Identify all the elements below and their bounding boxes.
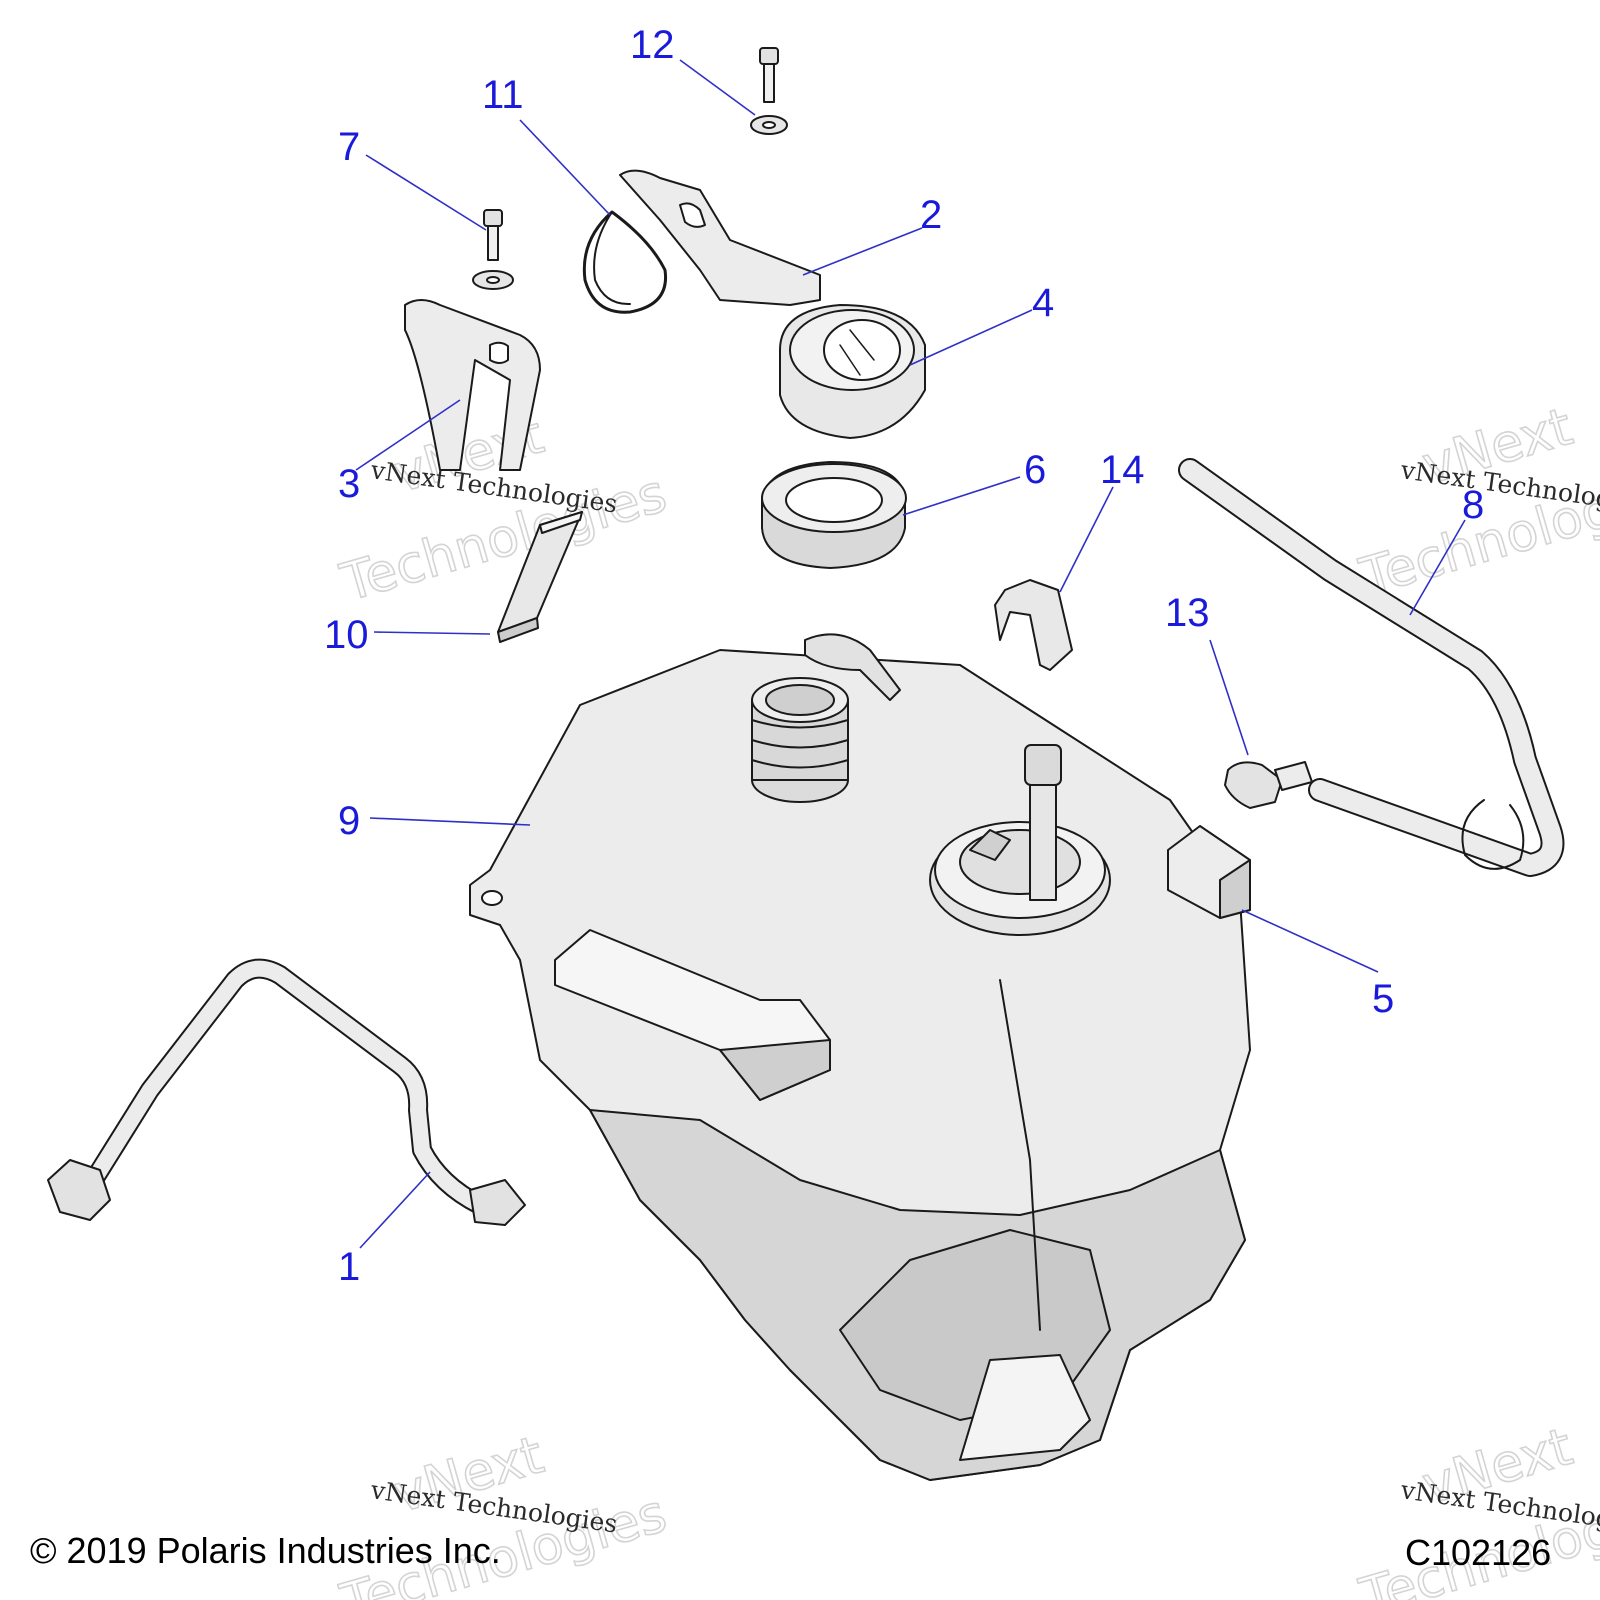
leader-7 bbox=[365, 154, 487, 231]
leader-9 bbox=[369, 817, 531, 826]
leader-5 bbox=[1241, 909, 1379, 973]
leader-3 bbox=[355, 399, 461, 471]
callout-10: 10 bbox=[324, 613, 369, 657]
bolt-top-part bbox=[750, 47, 788, 135]
vent-hose-part bbox=[1178, 458, 1565, 877]
callout-12: 12 bbox=[630, 23, 675, 67]
clip-part bbox=[994, 579, 1073, 671]
leader-lines bbox=[355, 59, 1466, 1249]
leader-4 bbox=[909, 309, 1033, 366]
leader-14 bbox=[1059, 486, 1114, 593]
gasket-part bbox=[761, 461, 907, 569]
fuel-cap-part bbox=[779, 304, 926, 439]
leader-8 bbox=[1409, 519, 1466, 616]
callout-11: 11 bbox=[482, 73, 524, 117]
fuel-line-part bbox=[47, 958, 526, 1226]
leader-6 bbox=[902, 476, 1021, 516]
callout-13: 13 bbox=[1165, 591, 1210, 635]
bracket-upper-part bbox=[619, 169, 821, 306]
diagram-code: C102126 bbox=[1405, 1532, 1552, 1573]
strap-part bbox=[582, 210, 668, 314]
leader-1 bbox=[359, 1171, 431, 1249]
elbow-fitting-part bbox=[1224, 761, 1313, 809]
leader-2 bbox=[802, 227, 923, 276]
tank-pad-part bbox=[1167, 825, 1251, 919]
callout-labels: 1 2 3 4 5 6 7 8 9 10 11 12 13 14 bbox=[324, 23, 1484, 1289]
callout-3: 3 bbox=[338, 462, 360, 506]
callout-5: 5 bbox=[1372, 977, 1394, 1021]
callout-4: 4 bbox=[1032, 281, 1054, 325]
bolt-part bbox=[472, 209, 514, 290]
copyright-text: © 2019 Polaris Industries Inc. bbox=[30, 1530, 501, 1571]
leader-12 bbox=[679, 59, 756, 116]
leader-13 bbox=[1209, 639, 1249, 756]
foam-pad-part bbox=[497, 511, 583, 643]
callout-14: 14 bbox=[1100, 448, 1145, 492]
fuel-tank-part bbox=[469, 633, 1251, 1481]
callout-6: 6 bbox=[1024, 448, 1046, 492]
bracket-left-part bbox=[404, 299, 541, 471]
callout-9: 9 bbox=[338, 799, 360, 843]
callout-2: 2 bbox=[920, 193, 942, 237]
callout-1: 1 bbox=[338, 1245, 360, 1289]
leader-10 bbox=[373, 631, 491, 635]
leader-11 bbox=[519, 119, 611, 216]
callout-8: 8 bbox=[1462, 483, 1484, 527]
callout-7: 7 bbox=[338, 125, 360, 169]
